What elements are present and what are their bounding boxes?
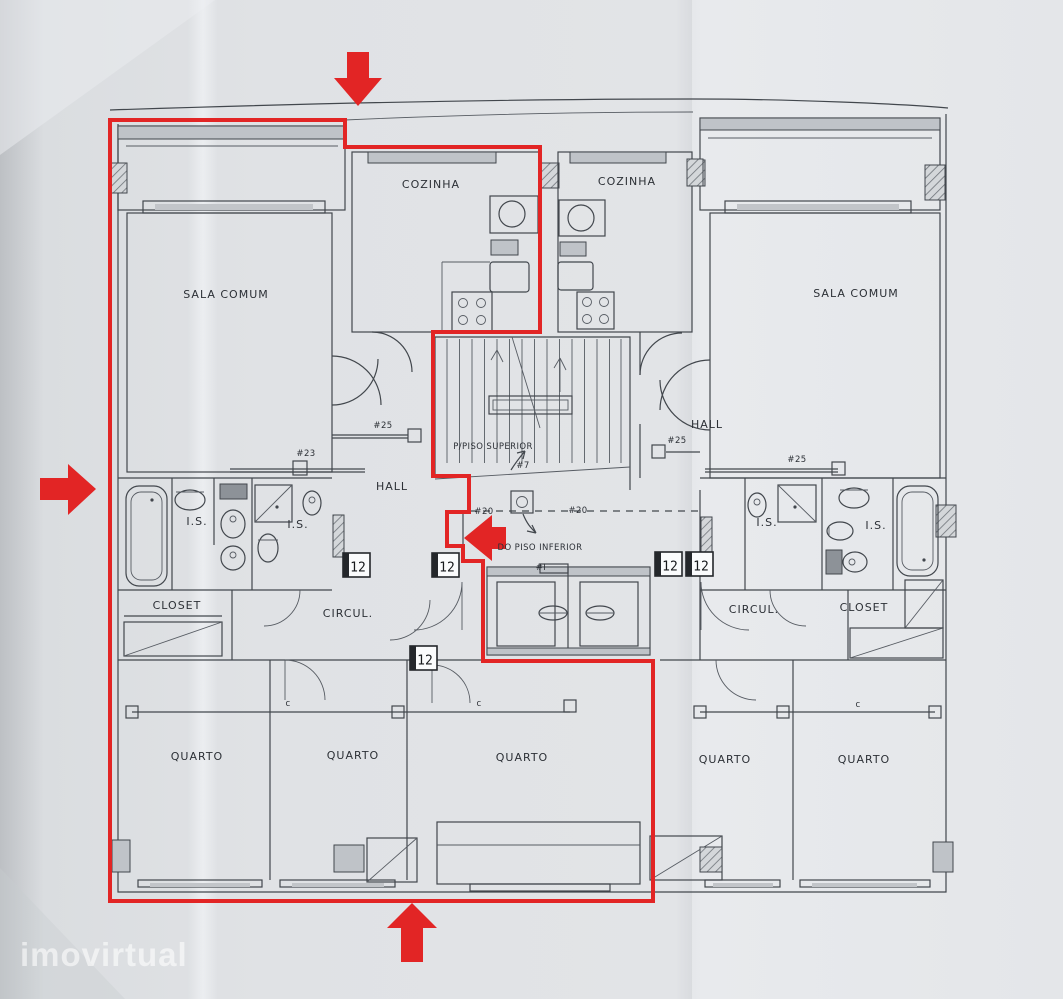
paper-top-left-fold [0, 0, 215, 155]
room-label: QUARTO [496, 751, 548, 764]
room-label: I.S. [865, 519, 886, 532]
room-label: QUARTO [171, 750, 223, 763]
svg-text:12: 12 [693, 560, 709, 575]
svg-text:12: 12 [417, 654, 433, 669]
bedrooms-left [111, 659, 641, 892]
down-floor-pointer-arrow [522, 513, 537, 534]
balcony-left [110, 125, 346, 214]
entrance-arrow-bottom [387, 903, 437, 962]
room-label: QUARTO [327, 749, 379, 762]
annotation-labels-layer: P/PISO SUPERIOR #7 DO PISO INFERIOR #I #20 #2… [285, 421, 860, 710]
room-label: I.S. [186, 515, 207, 528]
paper-left-fold-shadow [0, 0, 44, 999]
room-sala-comum-left [126, 212, 333, 473]
annotation-label: P/PISO SUPERIOR [453, 442, 533, 452]
door-number-badge: 12 [342, 552, 371, 578]
highlighted-unit-outline [108, 118, 655, 903]
paper-center-curl [676, 0, 692, 999]
svg-text:12: 12 [439, 561, 455, 576]
svg-text:12: 12 [350, 561, 366, 576]
door-number-badge: 12 [431, 552, 460, 578]
annotation-label: c [476, 699, 481, 709]
hall-left [230, 331, 422, 476]
room-label: I.S. [756, 516, 777, 529]
building-top-edge [109, 98, 949, 111]
imovirtual-watermark: imovirtual [20, 936, 188, 973]
annotation-label: #7 [516, 461, 529, 471]
room-label: CIRCUL. [323, 607, 373, 620]
entrance-arrow-left [40, 464, 96, 515]
entrance-arrow-top [334, 52, 382, 106]
annotation-label: #23 [296, 449, 315, 459]
door-number-badge: 12 [685, 551, 714, 577]
paper-bottom-left-fold [0, 868, 125, 999]
room-label: COZINHA [598, 175, 656, 188]
annotation-label: DO PISO INFERIOR [498, 543, 583, 553]
svg-text:12: 12 [662, 560, 678, 575]
room-label: CLOSET [153, 599, 202, 612]
annotation-label: #25 [667, 436, 686, 446]
bedrooms-right [649, 660, 954, 888]
room-label: CLOSET [840, 601, 889, 614]
building-outer-wall [117, 114, 947, 893]
annotation-label: #25 [787, 455, 806, 465]
bathrooms-right [700, 477, 957, 591]
annotation-label: #20 [474, 507, 493, 517]
room-labels-layer: COZINHA COZINHA SALA COMUM SALA COMUM HALL HA… [153, 175, 899, 766]
entrance-arrow-center [464, 515, 506, 561]
plan-linework [109, 98, 957, 893]
paper-fold-highlight [188, 0, 218, 999]
annotation-label: c [855, 700, 860, 710]
door-number-badge: 12 [654, 551, 683, 577]
room-label: CIRCUL. [729, 603, 779, 616]
room-label: COZINHA [402, 178, 460, 191]
annotation-label: c [285, 699, 290, 709]
door-number-badges-layer: 12 12 12 12 12 [342, 551, 714, 671]
annotation-label: #25 [373, 421, 392, 431]
room-label: I.S. [287, 518, 308, 531]
room-label: HALL [691, 418, 723, 431]
bathrooms-left [118, 477, 345, 591]
room-label: SALA COMUM [183, 288, 269, 301]
balcony-right [686, 117, 946, 214]
room-label: QUARTO [699, 753, 751, 766]
closet-circul-right [660, 579, 946, 701]
room-label: SALA COMUM [813, 287, 899, 300]
room-label: QUARTO [838, 753, 890, 766]
door-number-badge: 12 [409, 645, 438, 671]
up-floor-pointer-arrow [510, 450, 526, 471]
annotation-label: #20 [568, 506, 587, 516]
annotation-label: #I [536, 563, 546, 573]
room-label: HALL [376, 480, 408, 493]
hall-right [639, 332, 846, 478]
building-top-edge-inner [344, 111, 694, 121]
highlight-overlay [40, 52, 655, 962]
